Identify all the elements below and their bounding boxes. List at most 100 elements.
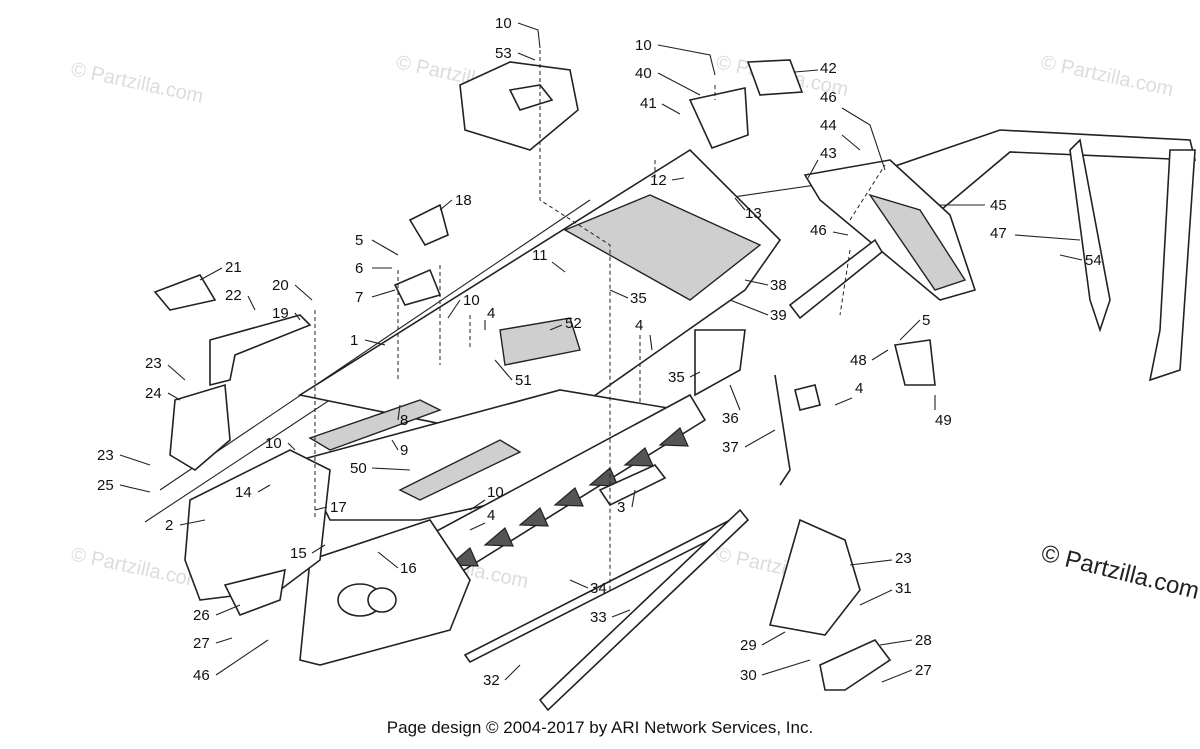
traction-pad-52 xyxy=(499,317,581,366)
callout-36[interactable]: 36 xyxy=(722,410,739,427)
callout-32[interactable]: 32 xyxy=(483,672,500,689)
callout-10[interactable]: 10 xyxy=(463,292,480,309)
callout-27[interactable]: 27 xyxy=(915,662,932,679)
callout-15[interactable]: 15 xyxy=(290,545,307,562)
front-bulkhead xyxy=(184,449,331,601)
callout-41[interactable]: 41 xyxy=(640,95,657,112)
callout-28[interactable]: 28 xyxy=(915,632,932,649)
callout-47[interactable]: 47 xyxy=(990,225,1007,242)
part-19-hoop xyxy=(209,314,312,387)
part-36 xyxy=(694,329,746,397)
seat-logo xyxy=(508,84,554,111)
tunnel-assembly xyxy=(144,148,851,666)
callout-22[interactable]: 22 xyxy=(225,287,242,304)
callout-10[interactable]: 10 xyxy=(635,37,652,54)
callout-3[interactable]: 3 xyxy=(617,499,625,516)
callout-43[interactable]: 43 xyxy=(820,145,837,162)
callout-35[interactable]: 35 xyxy=(630,290,647,307)
callout-8[interactable]: 8 xyxy=(400,412,408,429)
watermark: © Partzilla.com xyxy=(69,543,205,593)
frame-outline xyxy=(159,199,591,491)
callout-4[interactable]: 4 xyxy=(855,380,863,397)
callout-16[interactable]: 16 xyxy=(400,560,417,577)
rear-bar xyxy=(788,238,884,320)
callout-31[interactable]: 31 xyxy=(895,580,912,597)
rear-bumper-assembly xyxy=(788,129,1197,382)
callout-7[interactable]: 7 xyxy=(355,289,363,306)
callout-35[interactable]: 35 xyxy=(668,369,685,386)
tunnel-panel xyxy=(563,194,762,301)
callout-27[interactable]: 27 xyxy=(193,635,210,652)
part-21 xyxy=(153,274,217,311)
callout-46[interactable]: 46 xyxy=(193,667,210,684)
callout-5[interactable]: 5 xyxy=(922,312,930,329)
watermark-large: © Partzilla.com xyxy=(1039,540,1200,605)
callout-53[interactable]: 53 xyxy=(495,45,512,62)
callout-48[interactable]: 48 xyxy=(850,352,867,369)
callout-17[interactable]: 17 xyxy=(330,499,347,516)
callout-6[interactable]: 6 xyxy=(355,260,363,277)
callout-13[interactable]: 13 xyxy=(745,205,762,222)
callout-25[interactable]: 25 xyxy=(97,477,114,494)
callout-46[interactable]: 46 xyxy=(820,89,837,106)
callout-30[interactable]: 30 xyxy=(740,667,757,684)
footer-copyright: Page design © 2004-2017 by ARI Network S… xyxy=(386,718,814,737)
callout-40[interactable]: 40 xyxy=(635,65,652,82)
callout-23[interactable]: 23 xyxy=(895,550,912,567)
part-4-bracket xyxy=(794,384,821,411)
part-3 xyxy=(598,464,667,507)
callout-2[interactable]: 2 xyxy=(165,517,173,534)
rail-cutouts xyxy=(448,427,689,567)
callout-46[interactable]: 46 xyxy=(810,222,827,239)
callout-52[interactable]: 52 xyxy=(565,315,582,332)
callout-4[interactable]: 4 xyxy=(487,507,495,524)
callout-44[interactable]: 44 xyxy=(820,117,837,134)
callout-42[interactable]: 42 xyxy=(820,60,837,77)
callout-11[interactable]: 11 xyxy=(532,247,548,264)
callout-9[interactable]: 9 xyxy=(400,442,408,459)
part-42 xyxy=(746,59,804,96)
callout-49[interactable]: 49 xyxy=(935,412,952,429)
callout-23[interactable]: 23 xyxy=(97,447,114,464)
callout-51[interactable]: 51 xyxy=(515,372,532,389)
callout-54[interactable]: 54 xyxy=(1085,252,1102,269)
callout-10[interactable]: 10 xyxy=(495,15,512,32)
callout-21[interactable]: 21 xyxy=(225,259,242,276)
part-48-assembly xyxy=(894,339,936,386)
callout-37[interactable]: 37 xyxy=(722,439,739,456)
part-28 xyxy=(819,639,892,691)
callout-29[interactable]: 29 xyxy=(740,637,757,654)
part-29 xyxy=(768,518,861,636)
traction-pad xyxy=(398,439,522,501)
seat xyxy=(459,61,579,151)
watermark: © Partzilla.com xyxy=(1039,51,1175,101)
traction-pad xyxy=(308,399,442,451)
callout-23[interactable]: 23 xyxy=(145,355,162,372)
part-26 xyxy=(223,568,286,617)
callout-12[interactable]: 12 xyxy=(650,172,667,189)
callout-20[interactable]: 20 xyxy=(272,277,289,294)
callout-34[interactable]: 34 xyxy=(590,580,607,597)
callout-10[interactable]: 10 xyxy=(265,435,282,452)
callout-18[interactable]: 18 xyxy=(455,192,472,209)
seat-cushion xyxy=(459,61,579,151)
callout-19[interactable]: 19 xyxy=(272,305,289,322)
callout-38[interactable]: 38 xyxy=(770,277,787,294)
callout-14[interactable]: 14 xyxy=(235,484,252,501)
guide-lines xyxy=(314,50,886,590)
callout-10[interactable]: 10 xyxy=(487,484,504,501)
part-40 xyxy=(688,87,749,150)
callout-39[interactable]: 39 xyxy=(770,307,787,324)
callout-50[interactable]: 50 xyxy=(350,460,367,477)
part-18 xyxy=(408,203,449,247)
callout-4[interactable]: 4 xyxy=(487,305,495,322)
callout-1[interactable]: 1 xyxy=(350,332,358,349)
side-hole xyxy=(367,587,397,613)
callout-45[interactable]: 45 xyxy=(990,197,1007,214)
callout-5[interactable]: 5 xyxy=(355,232,363,249)
callout-4[interactable]: 4 xyxy=(635,317,643,334)
callout-33[interactable]: 33 xyxy=(590,609,607,626)
callout-24[interactable]: 24 xyxy=(145,385,162,402)
snowflap-ribs xyxy=(868,193,967,291)
callout-26[interactable]: 26 xyxy=(193,607,210,624)
